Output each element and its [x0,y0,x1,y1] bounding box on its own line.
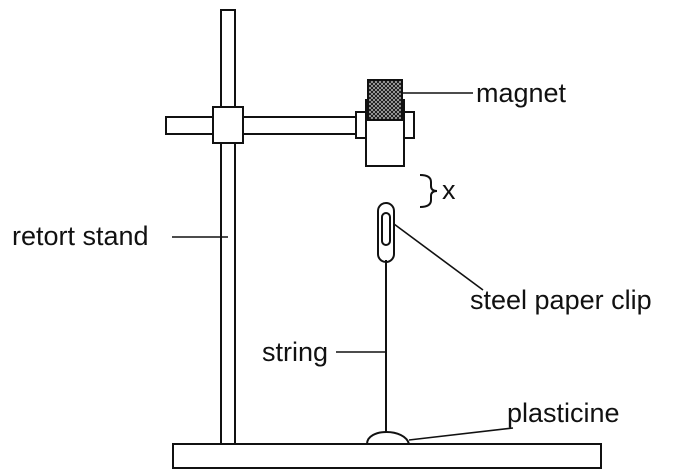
plasticine-blob [365,431,411,445]
label-magnet: magnet [476,78,567,108]
label-plasticine: plasticine [507,398,620,428]
retort-rod [220,9,236,445]
paper-clip-leader [393,223,484,291]
plasticine-leader [408,427,514,441]
label-steel-paper-clip: steel paper clip [470,285,652,315]
horizontal-arm [165,116,360,135]
gap-brace [419,174,438,208]
paper-clip [377,202,395,263]
label-gap-x: x [442,175,456,205]
magnet-block [367,79,403,121]
label-retort-stand: retort stand [12,221,149,251]
stand-base [172,443,602,469]
label-string: string [262,337,328,367]
boss-clamp [212,106,244,144]
